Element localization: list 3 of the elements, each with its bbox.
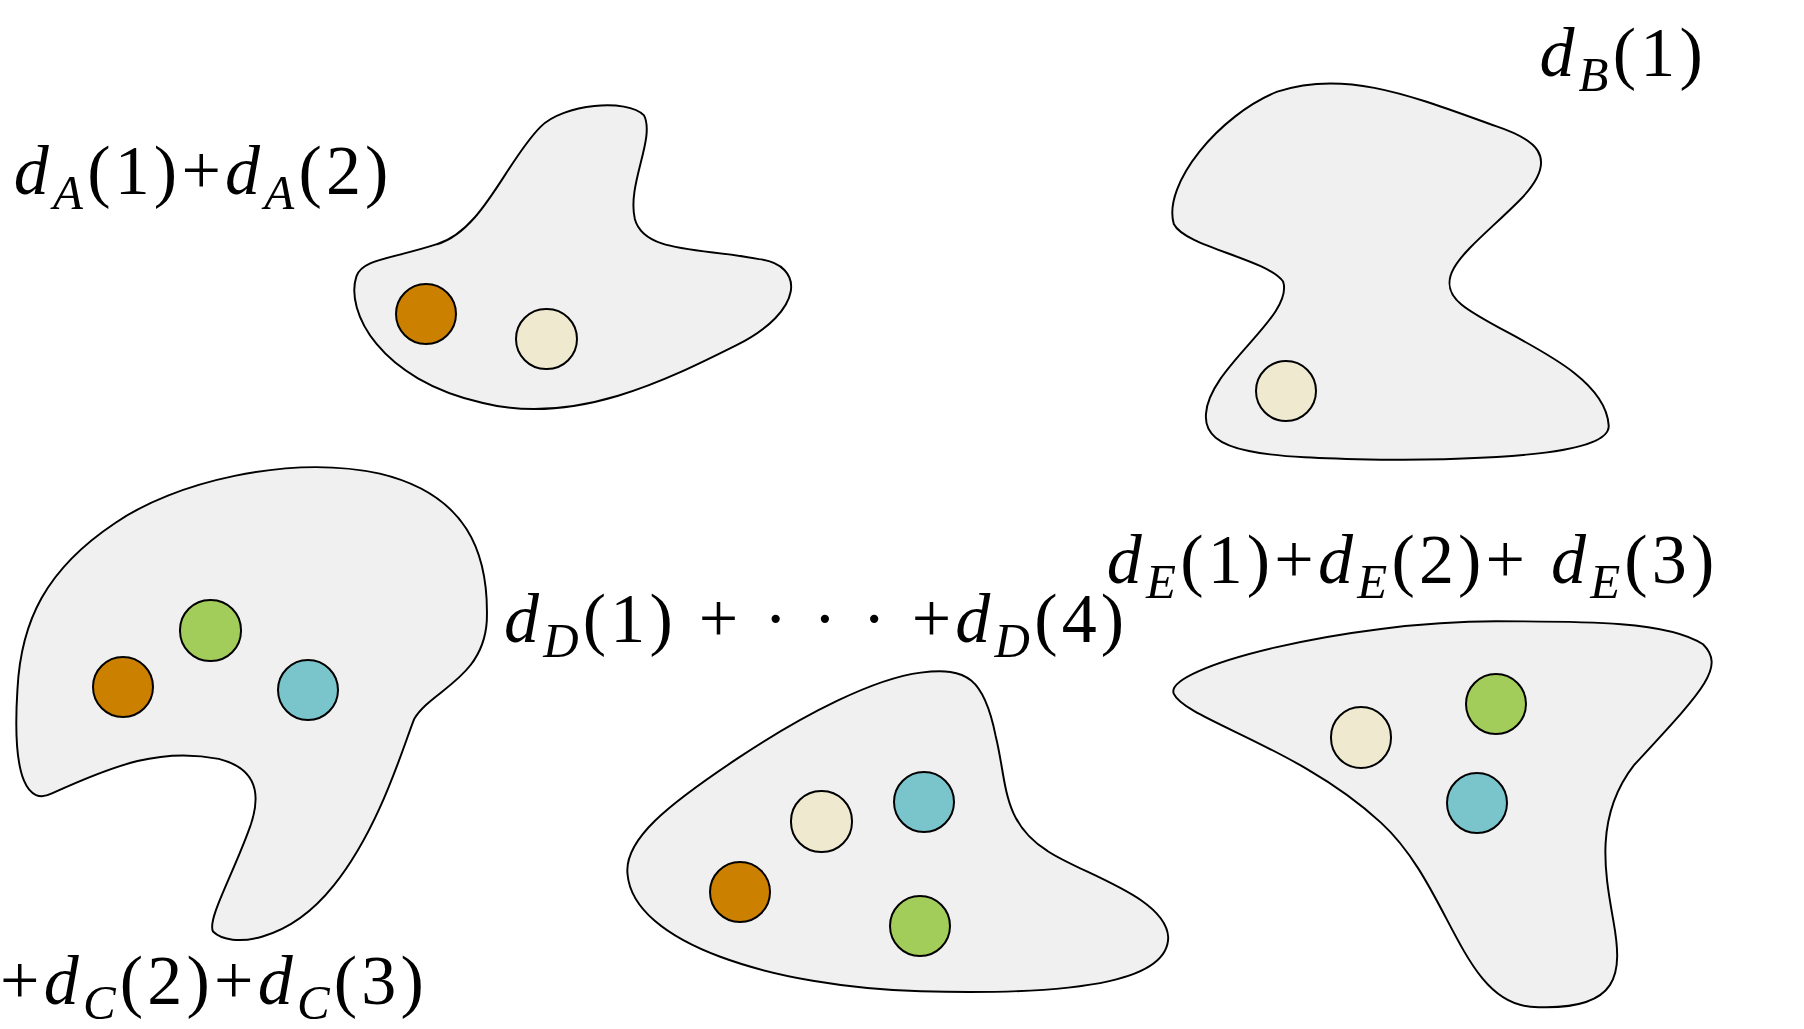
set-formula: d$_{B}$(1) (1539, 18, 1707, 100)
set-formula: +d$_{C}$(2)+d$_{C}$(3) (0, 945, 428, 1027)
set-formula: d$_{A}$(1)+d$_{A}$(2) (13, 135, 393, 217)
